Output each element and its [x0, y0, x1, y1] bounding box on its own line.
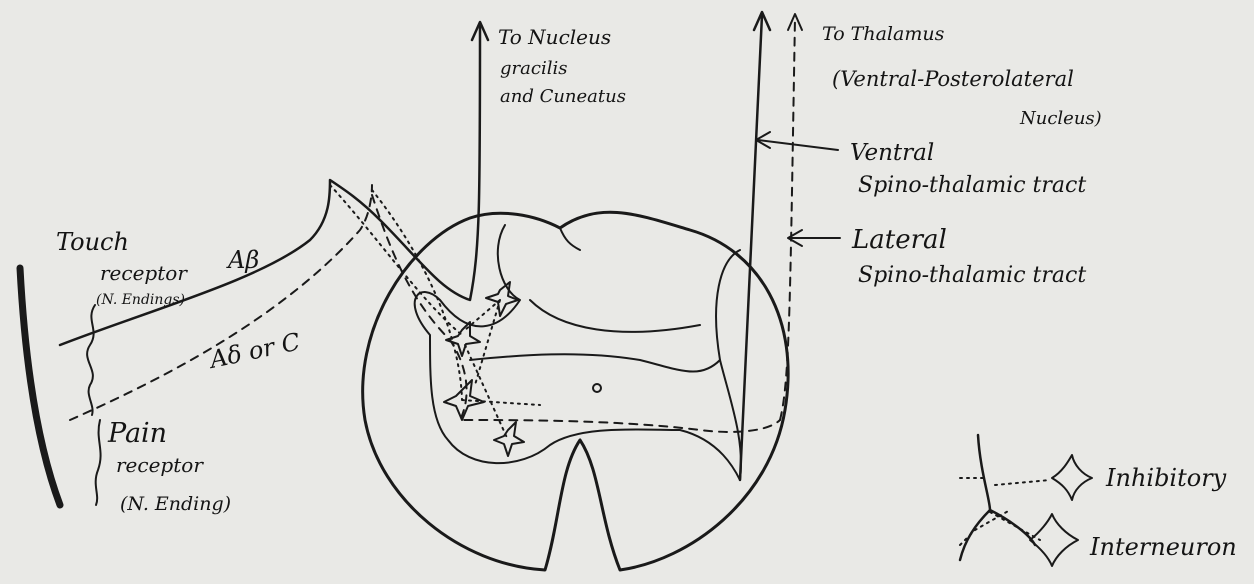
thalamus-label-line2: (Ventral-Posterolateral — [832, 67, 1074, 91]
legend-label: Inhibitory Interneuron — [1089, 464, 1237, 561]
central-canal — [593, 384, 601, 392]
grey-matter-commissure — [470, 354, 720, 371]
ventral-horn — [530, 300, 700, 332]
lateral-tract-line — [780, 18, 795, 420]
thalamus-label-line3: Nucleus) — [1019, 108, 1102, 129]
ventral-tract-line — [740, 15, 762, 480]
interneuron-bottom — [494, 422, 524, 456]
lateral-label-line1: Lateral — [851, 225, 947, 255]
pain-label-line1: Pain — [107, 418, 167, 449]
touch-label-line3: (N. Endings) — [96, 292, 185, 308]
legend-interneuron-icon-1 — [1052, 455, 1092, 500]
nucleus-label: To Nucleus gracilis and Cuneatus — [498, 25, 626, 107]
interneuron-upper — [486, 282, 518, 316]
touch-receptor-ending — [87, 305, 95, 415]
thalamus-label: To Thalamus (Ventral-Posterolateral Nucl… — [822, 23, 1102, 129]
touch-receptor-label: Touch receptor (N. Endings) — [56, 228, 188, 308]
pain-label-line3: (N. Ending) — [120, 493, 231, 515]
dorsal-median-sulcus — [560, 228, 580, 250]
nucleus-label-line1: To Nucleus — [498, 25, 611, 49]
nucleus-label-line3: and Cuneatus — [500, 86, 626, 107]
fiber-ab-label: Aβ — [226, 246, 259, 274]
touch-label-line1: Touch — [56, 228, 129, 256]
legend-label-line1: Inhibitory — [1105, 464, 1227, 492]
legend-interneuron-icon-2 — [1030, 514, 1078, 566]
pain-receptor-label: Pain receptor (N. Ending) — [107, 418, 231, 515]
legend — [960, 435, 1092, 566]
skin-surface — [20, 268, 60, 505]
legend-label-line2: Interneuron — [1089, 533, 1237, 561]
pain-label-line2: receptor — [116, 453, 204, 477]
lateral-tract-label: Lateral Spino-thalamic tract — [851, 225, 1086, 288]
touch-label-line2: receptor — [100, 261, 188, 285]
ventral-tract-label: Ventral Spino-thalamic tract — [850, 140, 1086, 198]
pain-receptor-ending — [96, 420, 101, 505]
ventral-pointer-arrow — [756, 132, 838, 150]
lateral-pointer-arrow — [788, 230, 840, 246]
ventral-label-line2: Spino-thalamic tract — [858, 173, 1086, 198]
lateral-label-line2: Spino-thalamic tract — [858, 263, 1086, 288]
nucleus-label-line2: gracilis — [500, 58, 567, 79]
fiber-ad-c-label: Aδ or C — [205, 327, 302, 374]
thalamus-label-line1: To Thalamus — [822, 23, 945, 45]
ventral-label-line1: Ventral — [850, 140, 934, 166]
